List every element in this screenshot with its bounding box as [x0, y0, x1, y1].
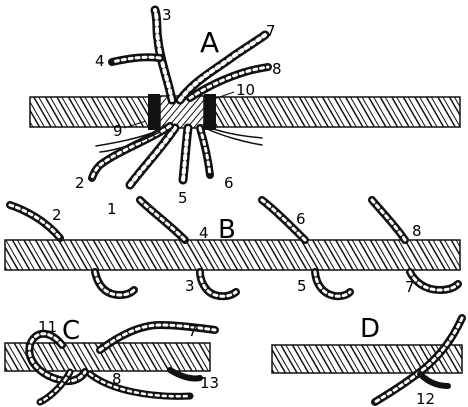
strand-label-8: 8 [272, 60, 282, 78]
strand-label-b-2: 2 [52, 206, 62, 224]
strand-label-b-7: 7 [405, 278, 415, 296]
panel-a: A 3 4 7 8 10 9 2 1 5 6 [30, 6, 460, 218]
panel-b: B 2 4 3 6 5 8 7 [5, 200, 460, 296]
strand-b-5 [315, 272, 350, 296]
strand-label-1: 1 [107, 200, 117, 218]
strand-d-12b [420, 374, 448, 386]
panel-d: D 12 [272, 314, 462, 407]
strand-label-b-5: 5 [297, 277, 307, 295]
strand-label-b-6: 6 [296, 210, 306, 228]
rope-a-right [210, 97, 460, 127]
strand-label-4: 4 [95, 52, 105, 70]
strand-a-10-yarns [205, 126, 262, 145]
strand-label-c-8: 8 [112, 370, 122, 388]
panel-label-c: C [62, 316, 80, 346]
strand-label-6: 6 [224, 174, 234, 192]
strand-label-9: 9 [113, 122, 123, 140]
strand-label-c-11: 11 [38, 318, 57, 336]
strand-label-b-3: 3 [185, 277, 195, 295]
strand-label-c-13: 13 [200, 374, 219, 392]
panel-label-d: D [360, 314, 380, 344]
panel-label-b: B [218, 215, 236, 245]
panel-label-a: A [200, 26, 219, 59]
strand-label-c-7: 7 [188, 322, 198, 340]
rope-a-seizing-left [148, 94, 160, 130]
strand-label-3: 3 [162, 6, 172, 24]
strand-b-3 [200, 272, 236, 296]
strand-label-5: 5 [178, 189, 188, 207]
strand-label-2: 2 [75, 174, 85, 192]
strand-label-10: 10 [236, 81, 255, 99]
strand-b-low-1 [95, 272, 134, 295]
strand-label-d-12: 12 [416, 390, 435, 407]
strand-label-b-4: 4 [199, 224, 209, 242]
strand-label-b-8: 8 [412, 222, 422, 240]
strand-label-7: 7 [266, 22, 276, 40]
panel-c: C 11 7 8 13 [5, 316, 219, 402]
